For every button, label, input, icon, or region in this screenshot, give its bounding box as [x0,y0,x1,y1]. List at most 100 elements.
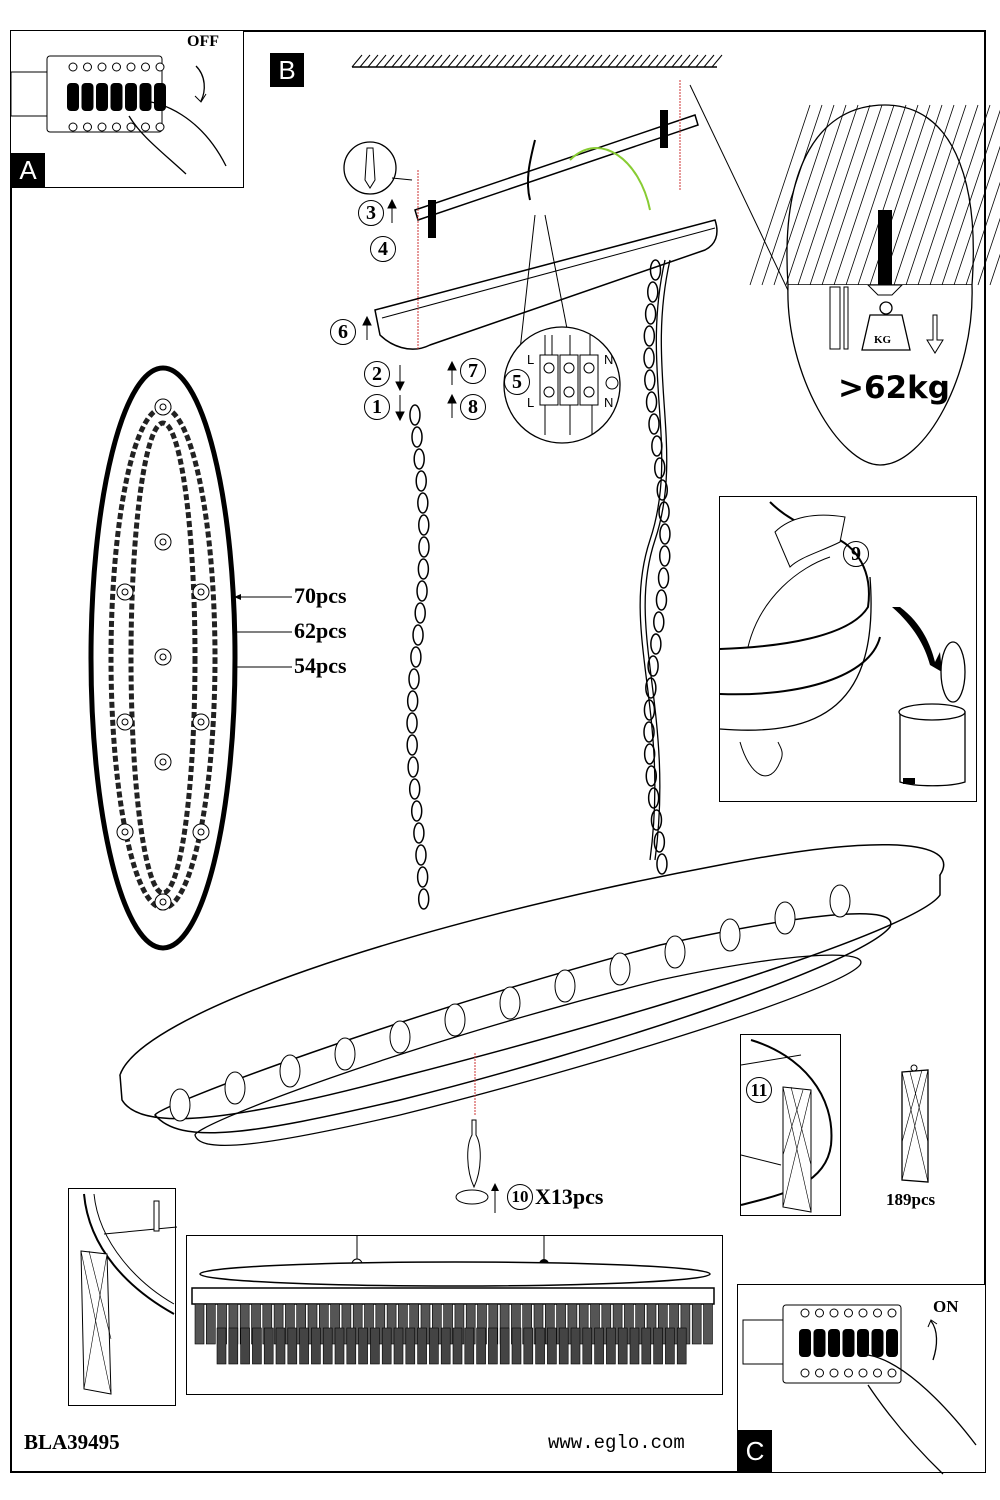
load-rating-label: >62kg [838,370,950,406]
crystal-drop [511,1327,522,1365]
crystal-drop [440,1327,451,1365]
panel-crystal-hook-detail [68,1188,178,1406]
bulb [224,1071,246,1105]
weight-icon-text: KG [874,334,892,346]
breaker-switch [81,83,94,111]
crystal-row-pointers [234,594,292,668]
crystal-drop [429,1327,439,1365]
breaker-switch [110,83,123,111]
crystal-drop [594,1327,604,1365]
breaker-switch [857,1329,869,1357]
crystal-drop [358,1327,368,1365]
terminal-label-neutral-bottom: N [604,395,614,410]
crystal-row-inner-count: 54pcs [294,653,347,678]
crystal-drop [381,1327,392,1365]
crystal-drop [346,1327,357,1365]
crystal-drop [275,1327,286,1365]
step-9-marker: 9 [843,541,869,567]
breaker-switch [67,83,79,111]
crystal-drop [322,1327,333,1365]
crystal-drop [499,1327,510,1365]
crystal-drop [582,1327,593,1365]
website-url[interactable]: www.eglo.com [548,1432,685,1454]
crystal-drop [523,1327,534,1365]
crystal-drop [476,1327,486,1365]
circuit-breaker-icon [10,55,227,175]
crystal-drop [691,1303,702,1345]
chandelier-side-view [191,1236,715,1365]
terminal-label-live-top: L [527,352,535,367]
crystal-row-middle-count: 62pcs [294,618,347,643]
terminal-label-neutral-top: N [604,352,614,367]
model-number: BLA39495 [24,1430,120,1454]
crystal-hook-illustration [80,1193,178,1395]
crystal-drop [635,1303,646,1345]
crystal-drop [665,1327,675,1365]
panel-remove-film: 9 [719,496,977,802]
bulb [169,1088,191,1122]
panel-side-view [186,1235,723,1395]
section-tag-c: C [738,1430,772,1472]
crystal-drop [386,1303,397,1345]
hang-crystal-illustration [740,1039,833,1213]
bulb-quantity-label: X13pcs [535,1184,604,1209]
crystal-drop [299,1327,309,1365]
breaker-switch [96,83,108,111]
crystal-drop [676,1327,687,1365]
crystal-drop [364,1303,374,1345]
crystal-drop [488,1327,498,1365]
bulb [389,1020,411,1054]
crystal-drop [464,1327,475,1365]
crystal-drop [547,1327,557,1365]
crystal-drop [352,1303,363,1345]
bulb [444,1003,466,1037]
mounting-bracket-diagram [374,80,718,910]
crystal-prism-icon [901,1064,929,1183]
page-frame [10,30,986,1473]
crystal-drop [452,1327,463,1365]
bulb [774,901,796,935]
breaker-switch [886,1329,898,1357]
ceiling-hatch [351,54,723,68]
step-11-marker: 11 [746,1077,772,1103]
crystal-drop [417,1327,427,1365]
crystal-drop [653,1327,663,1365]
crystal-drop [263,1327,274,1365]
step-6-marker: 6 [330,319,356,345]
crystal-drop [287,1327,298,1365]
direction-arrows [362,198,457,422]
terminal-block-detail [503,326,621,444]
step-4-marker: 4 [370,236,396,262]
bulb [609,952,631,986]
step-2-marker: 2 [364,361,390,387]
panel-hang-crystal: 11 [740,1034,841,1216]
step-7-marker: 7 [460,358,486,384]
crystal-drop [311,1327,321,1365]
bulb [829,884,851,918]
crystal-drop [393,1327,404,1365]
crystal-drop [370,1327,380,1365]
crystal-drop [228,1327,239,1365]
step-5-marker: 5 [504,369,530,395]
crystal-drop [240,1327,250,1365]
breaker-switch [842,1329,855,1357]
crystal-drop [558,1327,569,1365]
bulb [664,935,686,969]
switch-on-label: ON [933,1297,959,1316]
crystal-drop [641,1327,652,1365]
section-tag-a: A [11,153,45,187]
breaker-switch [871,1329,884,1357]
crystal-drop [646,1303,657,1345]
crystal-total-label: 189pcs [886,1190,936,1209]
crystal-drop [194,1303,205,1345]
panel-a-switch-off: OFF A [10,30,244,188]
crystal-drop [703,1303,713,1345]
breaker-switch [799,1329,811,1357]
terminal-label-live-bottom: L [527,395,535,410]
breaker-switch [154,83,166,111]
crystal-drop [341,1303,352,1345]
crystal-drop [375,1303,386,1345]
step-3-marker: 3 [358,200,384,226]
breaker-switch [125,83,137,111]
step-10-marker: 10 [507,1184,533,1210]
